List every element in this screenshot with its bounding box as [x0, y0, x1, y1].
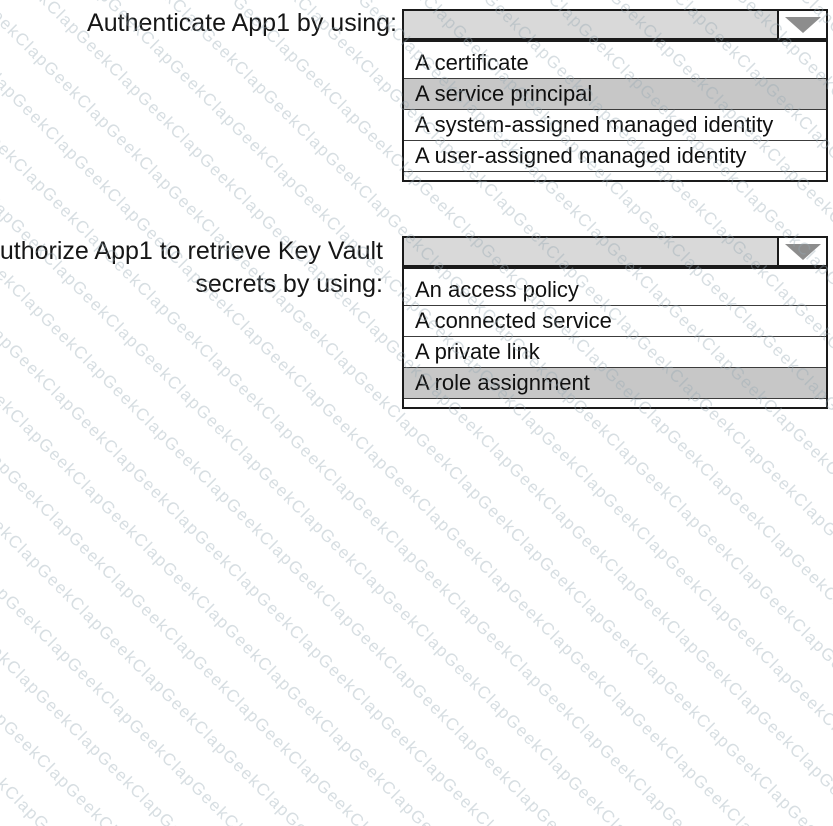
question-2-label: Authorize App1 to retrieve Key Vault sec… [0, 235, 383, 301]
dropdown-authenticate-arrow-button[interactable] [777, 11, 826, 38]
dropdown-authorize-header[interactable] [402, 236, 828, 267]
dropdown-option[interactable]: A service principal [404, 79, 826, 110]
dropdown-authorize: An access policy A connected service A p… [402, 236, 828, 409]
dropdown-authorize-arrow-button[interactable] [777, 238, 826, 265]
dropdown-option[interactable]: An access policy [404, 275, 826, 306]
question-2-label-line: Authorize App1 to retrieve Key Vault [0, 237, 383, 265]
watermark-text: ClapGeekClapGeekClapGeekClapGeekClapGeek… [0, 95, 816, 826]
question-1-label: Authenticate App1 by using: [87, 7, 397, 40]
question-2-label-line: secrets by using: [195, 270, 383, 298]
dropdown-authenticate-option-list: A certificate A service principal A syst… [402, 40, 828, 182]
dropdown-authorize-option-list: An access policy A connected service A p… [402, 267, 828, 409]
dropdown-option[interactable]: A connected service [404, 306, 826, 337]
dropdown-option[interactable]: A private link [404, 337, 826, 368]
dropdown-option[interactable]: A role assignment [404, 368, 826, 399]
question-1-label-line: Authenticate App1 by using: [87, 9, 397, 37]
watermark-text: ClapGeekClapGeekClapGeekClapGeekClapGeek… [0, 127, 784, 826]
dropdown-authenticate-collapsed-value[interactable] [404, 11, 777, 38]
dropdown-option[interactable]: A system-assigned managed identity [404, 110, 826, 141]
dropdown-option[interactable]: A user-assigned managed identity [404, 141, 826, 172]
dropdown-arrow-icon [784, 16, 821, 33]
dropdown-authenticate-header[interactable] [402, 9, 828, 40]
dropdown-authorize-collapsed-value[interactable] [404, 238, 777, 265]
dropdown-authenticate: A certificate A service principal A syst… [402, 9, 828, 182]
dropdown-option[interactable]: A certificate [404, 48, 826, 79]
dropdown-arrow-icon [784, 243, 821, 260]
